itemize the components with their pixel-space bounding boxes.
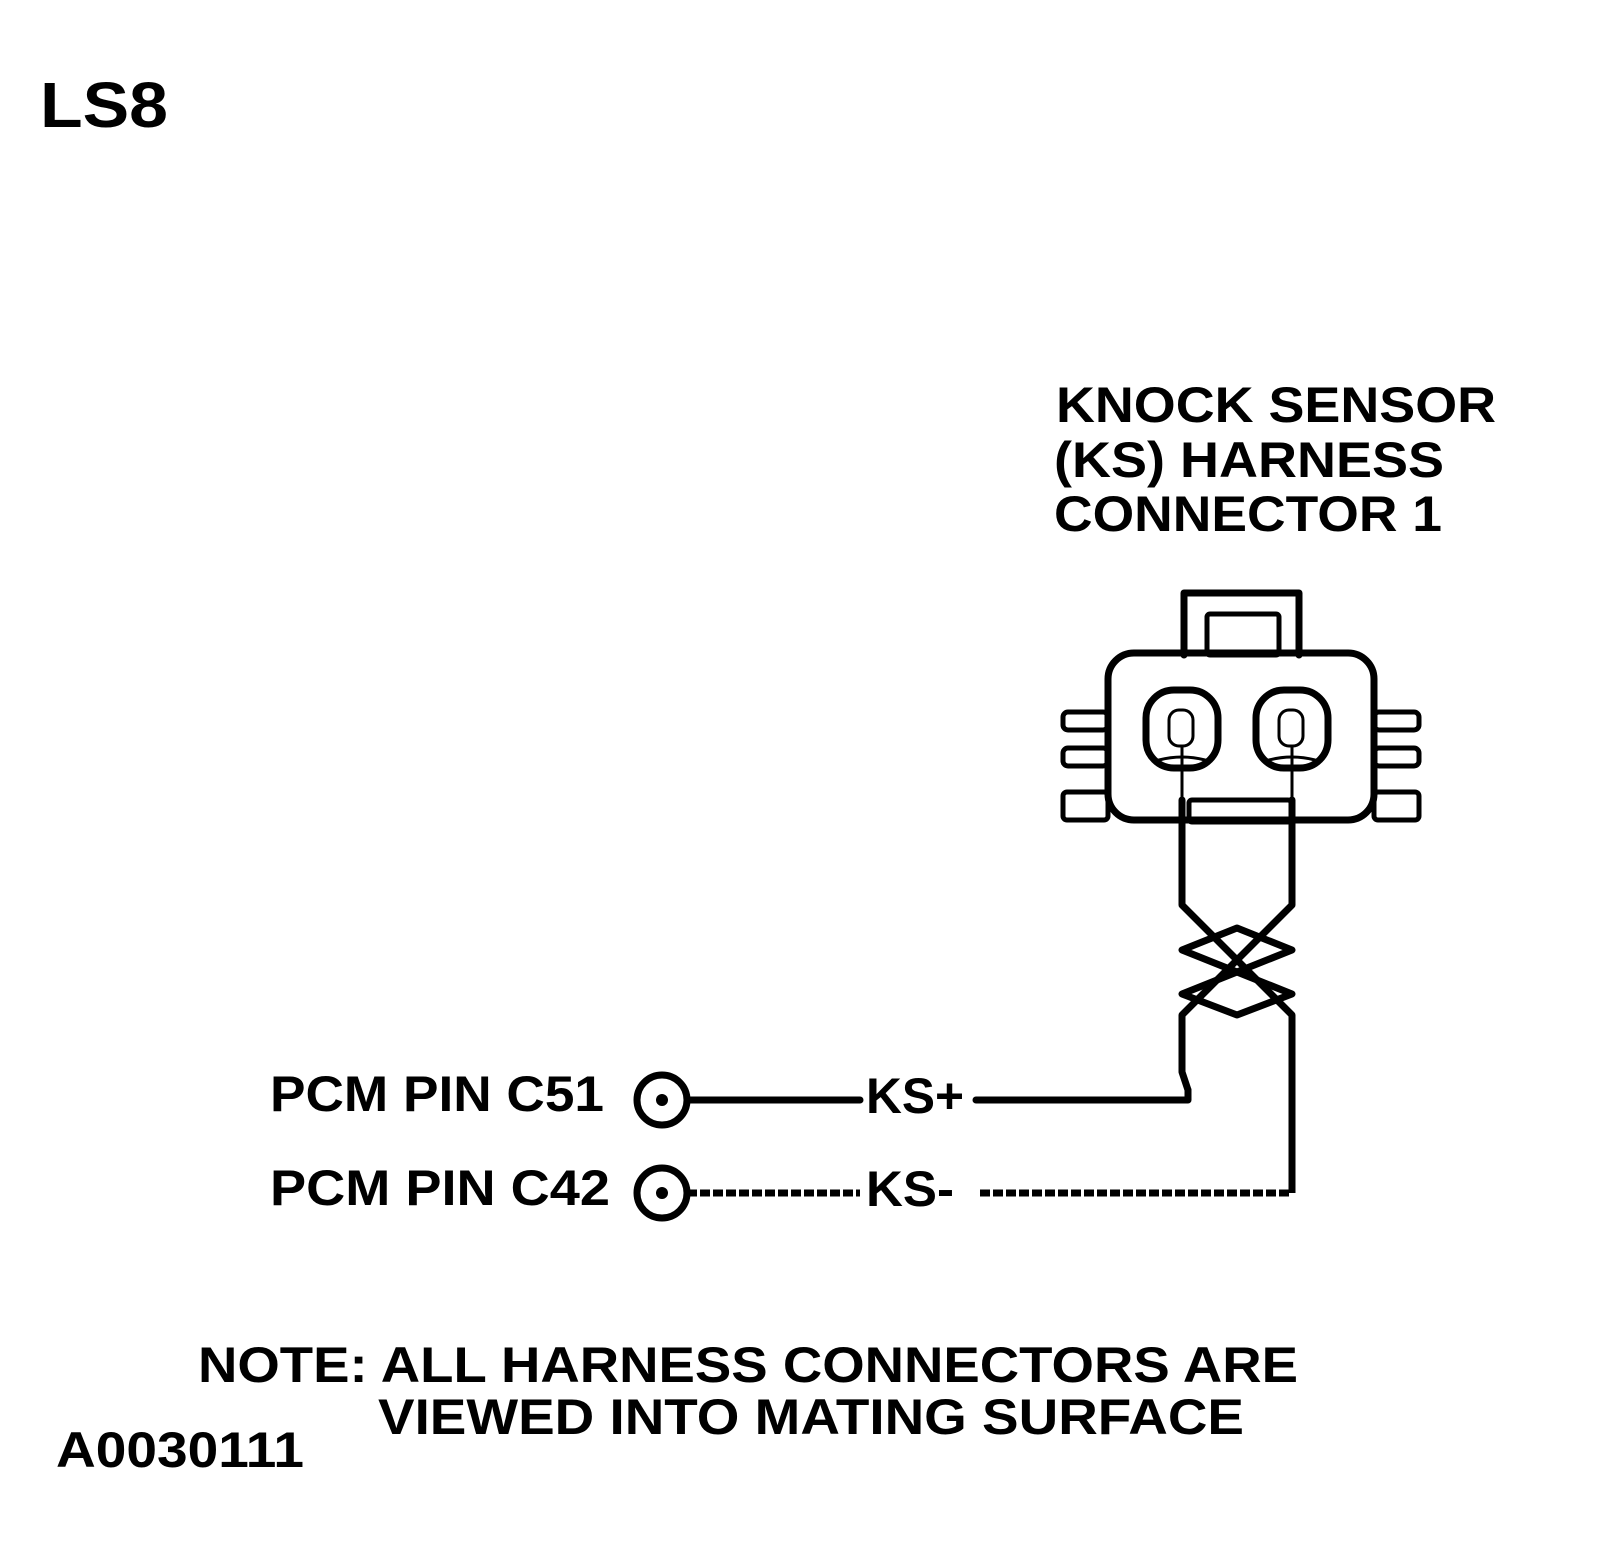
twisted-pair-wires (1178, 744, 1296, 1189)
connector-left-ribs (1060, 709, 1111, 823)
circuit-ks-minus: PCM PIN C42 KS- (270, 1160, 1296, 1222)
note-line-2: VIEWED INTO MATING SURFACE (378, 1389, 1244, 1445)
circuit-ks-plus: PCM PIN C51 KS+ (270, 1066, 1192, 1129)
pcm-pin-c51-terminal-icon (633, 1071, 691, 1129)
connector-title-line-1: KNOCK SENSOR (1056, 377, 1496, 433)
pcm-pin-c42-terminal-icon (633, 1164, 691, 1222)
knock-sensor-connector-icon (1060, 589, 1422, 825)
note: NOTE: ALL HARNESS CONNECTORS ARE VIEWED … (198, 1337, 1298, 1445)
diagram-id: LS8 (40, 69, 168, 141)
connector-title: KNOCK SENSOR (KS) HARNESS CONNECTOR 1 (1054, 377, 1496, 542)
ks-plus-signal-label: KS+ (866, 1068, 964, 1124)
connector-lock-tab (1180, 589, 1303, 659)
connector-right-ribs (1371, 709, 1422, 823)
connector-title-line-2: (KS) HARNESS (1054, 432, 1444, 488)
figure-code: A0030111 (56, 1422, 304, 1478)
ks-minus-signal-label: KS- (866, 1161, 954, 1217)
connector-title-line-3: CONNECTOR 1 (1054, 486, 1442, 542)
connector-lock-window (1204, 611, 1282, 658)
ks-plus-wire-right (972, 1086, 1192, 1104)
ks-minus-wire-right (980, 1185, 1296, 1197)
pcm-pin-c42-label: PCM PIN C42 (270, 1160, 610, 1216)
pcm-pin-c51-label: PCM PIN C51 (270, 1066, 604, 1122)
note-line-1: NOTE: ALL HARNESS CONNECTORS ARE (198, 1337, 1298, 1393)
